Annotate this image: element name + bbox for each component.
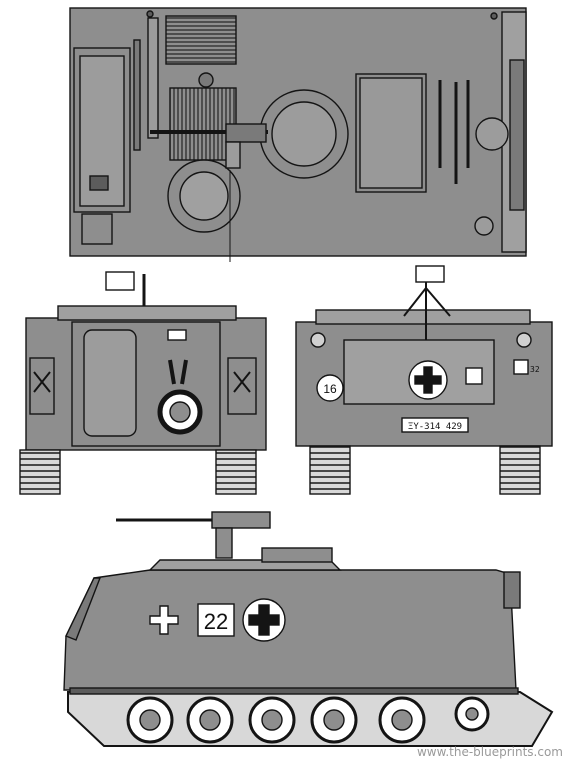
side-sprocket <box>454 696 490 732</box>
side-view: 22 <box>63 511 554 747</box>
front-side-white <box>465 367 483 385</box>
watermark: www.the-blueprints.com <box>416 745 563 759</box>
front-light-right <box>516 332 532 348</box>
side-cupola <box>261 547 333 563</box>
top-bolt-1 <box>146 10 154 18</box>
rear-right-track <box>215 449 257 495</box>
side-number-text: 22 <box>204 609 228 634</box>
front-number-disc <box>316 374 344 402</box>
top-front-trim <box>509 59 525 211</box>
rear-spare-hub <box>169 401 191 423</box>
top-mg-mount <box>225 141 241 169</box>
top-vent <box>475 117 509 151</box>
side-wheel <box>310 696 358 744</box>
front-mg-tripod <box>403 287 451 317</box>
front-plate <box>401 417 469 433</box>
side-wheel <box>186 696 234 744</box>
rear-door <box>83 329 137 437</box>
top-pick <box>133 39 141 151</box>
rear-left-x <box>33 371 51 393</box>
side-exhaust <box>503 571 521 609</box>
side-mg-body <box>211 511 271 529</box>
rear-right-box <box>227 357 257 415</box>
rear-left-track <box>19 449 61 495</box>
front-cross-h <box>414 375 442 385</box>
rear-left-box <box>29 357 55 415</box>
top-filler-cap <box>198 72 214 88</box>
top-shovel <box>147 17 159 139</box>
front-number-text: 16 <box>323 382 337 396</box>
top-cargo-hatch-inner <box>359 77 423 189</box>
front-plate-text: ΞΥ-314 429 <box>408 422 462 432</box>
top-door-hinge <box>89 175 109 191</box>
top-bolt-2 <box>490 12 498 20</box>
rear-view <box>19 271 267 495</box>
top-light <box>474 216 494 236</box>
side-cross-h <box>248 614 280 626</box>
side-wheel <box>248 696 296 744</box>
front-mg-box <box>415 265 445 283</box>
side-front-glacis <box>65 577 102 641</box>
front-small-text: 32 <box>530 365 540 374</box>
front-view: 16 32 ΞΥ-314 429 <box>295 265 553 495</box>
front-light-left <box>310 332 326 348</box>
rear-roof <box>57 305 237 321</box>
side-wheel <box>378 696 426 744</box>
top-mg-body <box>225 123 267 143</box>
rear-plate-white <box>167 329 187 341</box>
top-driver-hatch-inner <box>179 171 229 221</box>
side-wheel <box>126 696 174 744</box>
front-small-white <box>513 359 529 375</box>
side-track-top <box>69 687 519 695</box>
side-hull <box>63 569 517 691</box>
side-track <box>67 691 554 747</box>
side-number-box <box>197 603 235 637</box>
top-engine-grille <box>165 15 237 65</box>
front-left-track <box>309 445 351 495</box>
top-door-handle <box>81 213 113 245</box>
front-right-track <box>499 445 541 495</box>
top-view <box>69 7 527 262</box>
side-mg-mount <box>215 527 233 559</box>
rear-mg-box <box>105 271 135 291</box>
side-balkenkreuz <box>149 605 179 635</box>
rear-tow-hooks <box>168 359 188 385</box>
front-roof <box>315 309 531 325</box>
rear-right-x <box>233 371 251 393</box>
top-cupola-hatch <box>271 101 337 167</box>
